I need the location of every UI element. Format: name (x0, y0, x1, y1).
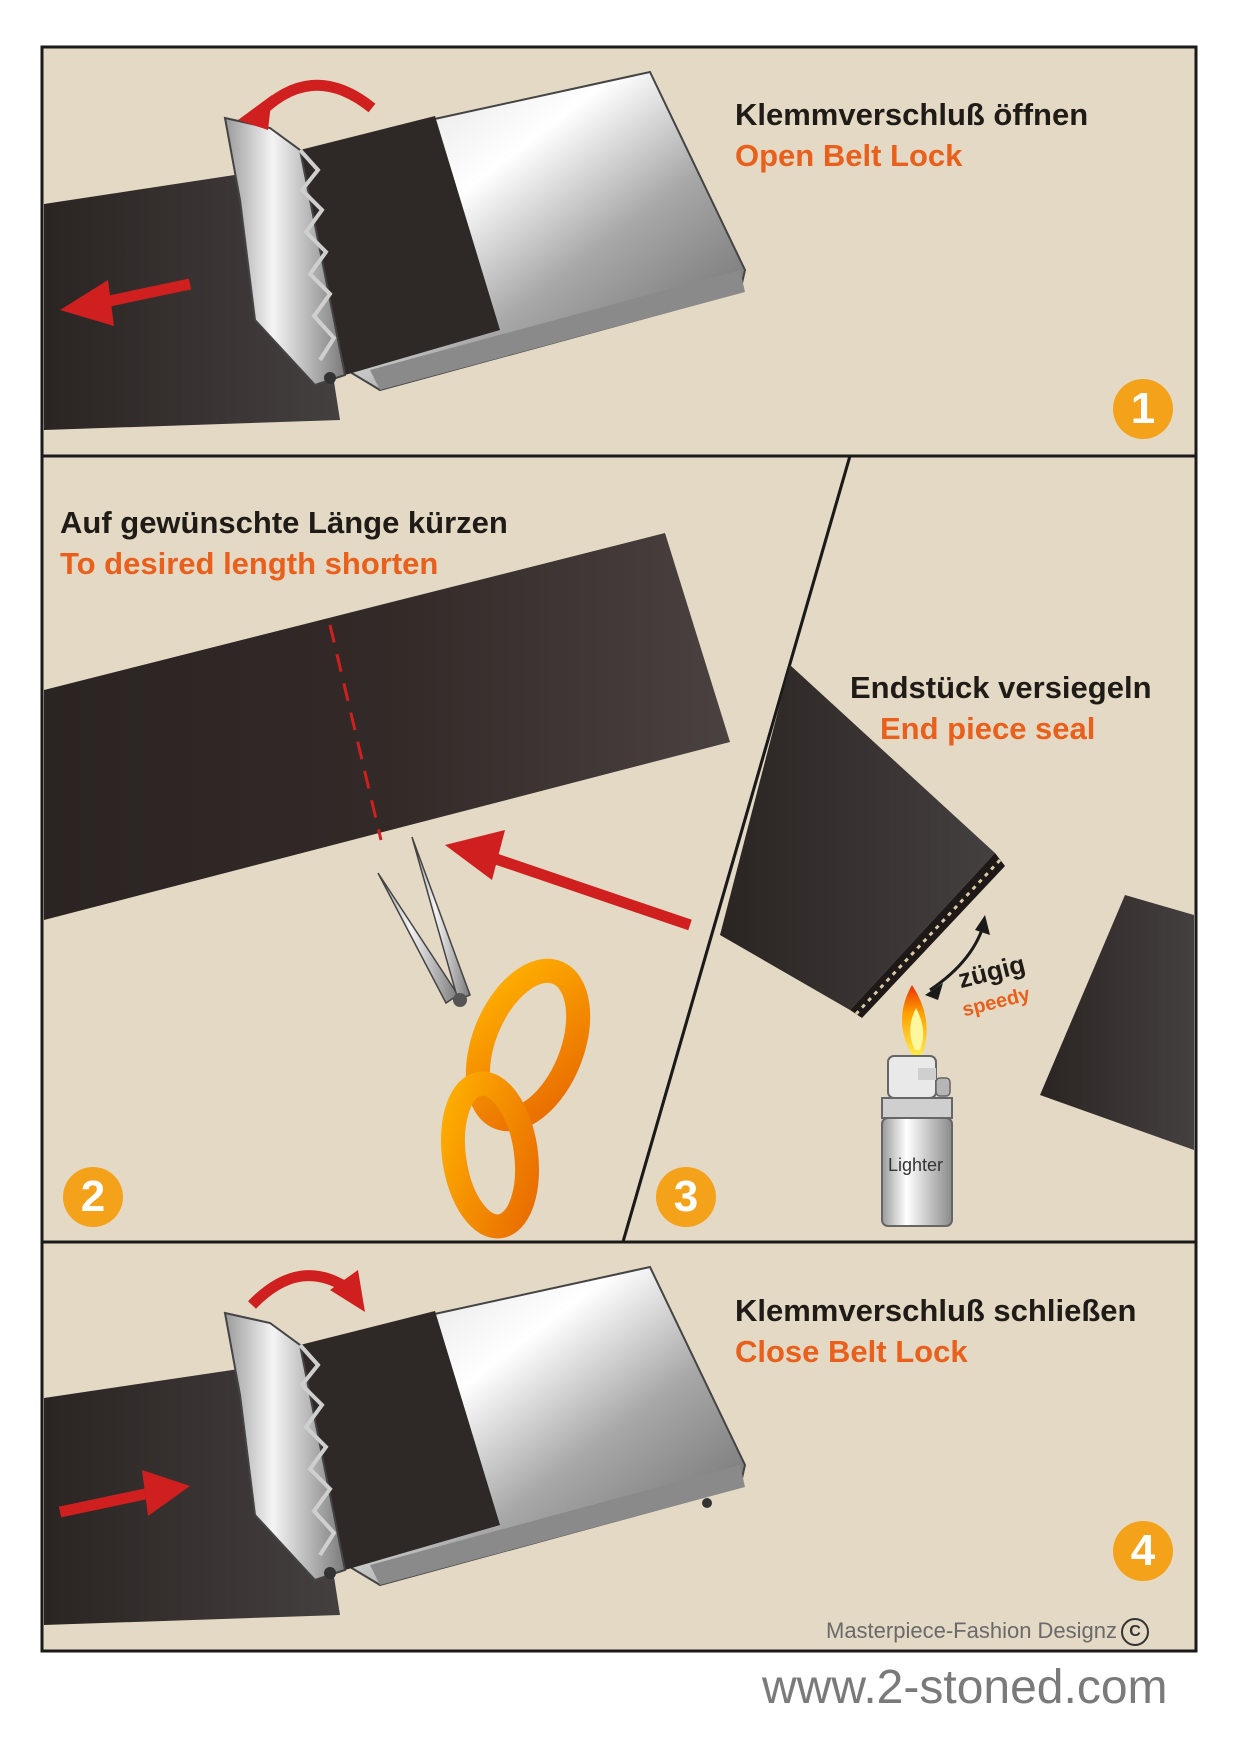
step-2-title-en: To desired length shorten (60, 546, 439, 581)
step-1-badge: 1 (1113, 379, 1173, 439)
copyright-icon: C (1121, 1618, 1150, 1646)
arrow-push-right-icon (58, 1470, 190, 1518)
step-2-badge: 2 (63, 1167, 123, 1227)
step-4-badge: 4 (1113, 1521, 1173, 1581)
step-2-title-de: Auf gewünschte Länge kürzen (60, 505, 508, 540)
step-1-title-en: Open Belt Lock (735, 138, 963, 173)
swing-motion-icon (925, 915, 990, 1000)
arrow-cut-direction-icon (445, 830, 692, 931)
belt-3-end (720, 665, 1005, 1018)
scissors-icon (377, 836, 591, 1239)
step-3-title-en: End piece seal (880, 711, 1096, 746)
step-1-title-de: Klemmverschluß öffnen (735, 97, 1089, 132)
step-3-badge: 3 (656, 1167, 716, 1227)
arrow-pull-left-icon (60, 278, 192, 326)
arrow-open-lock-icon (238, 79, 376, 130)
arrow-close-lock-icon (248, 1270, 365, 1312)
website-url: www.2-stoned.com (762, 1661, 1168, 1714)
credit-text: Masterpiece-Fashion Designz (826, 1618, 1118, 1643)
lighter-icon (881, 985, 953, 1227)
buckle-4 (223, 1265, 747, 1587)
belt-3-right (1040, 895, 1194, 1150)
step-4-title-de: Klemmverschluß schließen (735, 1293, 1137, 1328)
buckle-1 (223, 70, 747, 392)
lighter-label: Lighter (888, 1155, 944, 1175)
step-4-title-en: Close Belt Lock (735, 1334, 968, 1369)
step-3-title-de: Endstück versiegeln (850, 670, 1152, 705)
belt-2 (44, 533, 730, 920)
